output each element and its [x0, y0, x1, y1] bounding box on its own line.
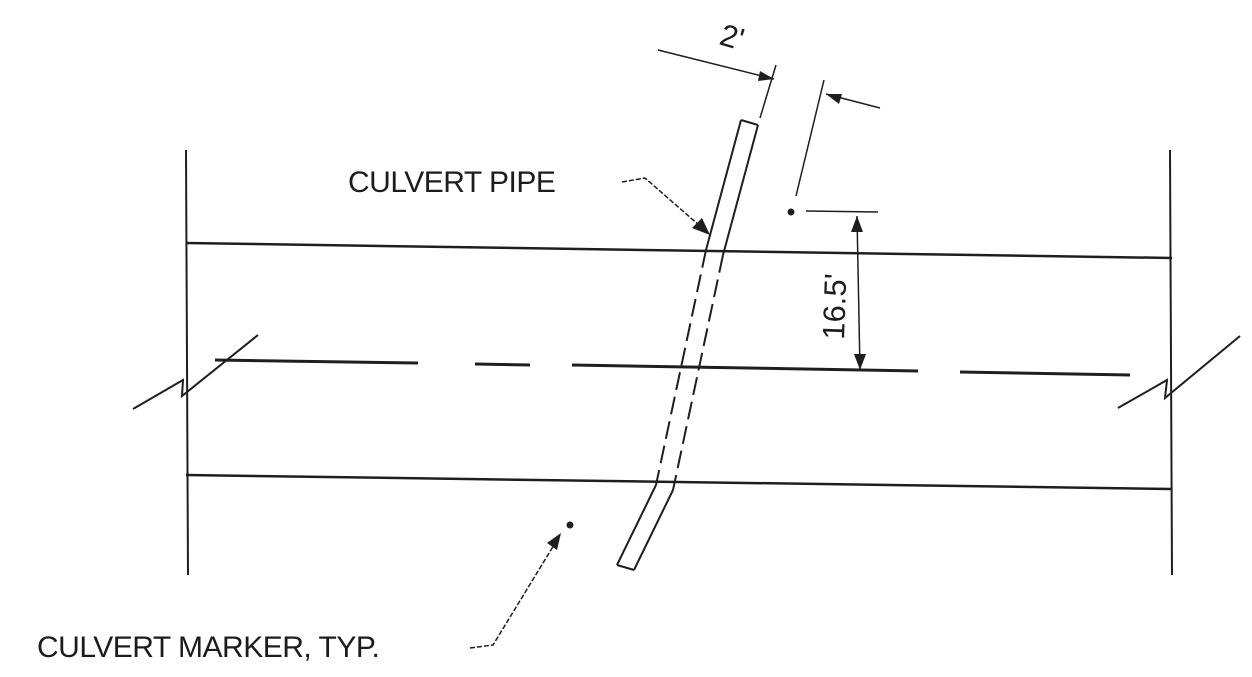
culvert-pipe-leader	[621, 177, 701, 227]
spacing-dimension	[805, 210, 879, 371]
culvert-marker-upper	[787, 208, 795, 216]
culvert-pipe	[616, 119, 759, 571]
culvert-pipe-label: CULVERT PIPE	[348, 166, 555, 199]
culvert-pipe-leader-arrow	[692, 218, 710, 235]
lower-edge-line	[185, 473, 1173, 491]
right-end-line	[1169, 149, 1173, 576]
culvert-marker-leader-arrow	[547, 533, 561, 550]
left-break-symbol	[132, 334, 259, 410]
culvert-marker-leader	[469, 544, 555, 649]
culvert-marker-label: CULVERT MARKER, TYP.	[37, 631, 379, 664]
upper-edge-line	[185, 241, 1173, 260]
spacing-dimension-label: 16.5'	[816, 273, 853, 340]
left-end-line	[185, 149, 189, 576]
offset-dimension	[657, 49, 881, 197]
offset-dimension-label: 2'	[716, 17, 748, 57]
right-break-symbol	[1117, 335, 1241, 409]
centerline	[214, 358, 1131, 377]
culvert-marker-lower	[566, 521, 574, 529]
